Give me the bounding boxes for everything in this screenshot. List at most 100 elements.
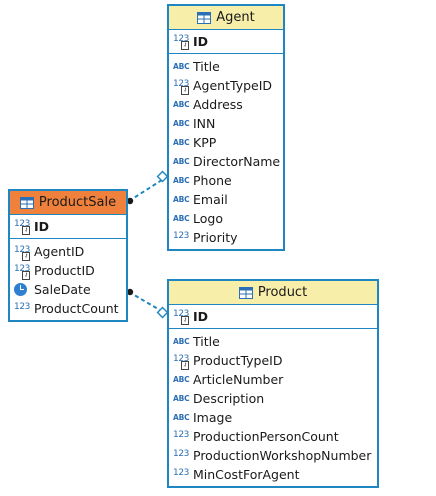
numeric-type-icon: 123⚷ <box>173 309 189 325</box>
key-icon: ⚷ <box>181 41 189 50</box>
column-name: SaleDate <box>34 282 91 297</box>
key-icon: ⚷ <box>22 270 30 280</box>
column-row[interactable]: 123⚷ ProductTypeID <box>169 351 377 370</box>
abc-type-icon: ABC <box>173 213 190 223</box>
entity-productsale-header[interactable]: ProductSale <box>10 191 126 215</box>
entity-product-header[interactable]: Product <box>169 281 377 305</box>
abc-type-icon: ABC <box>173 137 190 147</box>
numeric-type-icon: 123⚷ <box>14 219 30 235</box>
column-name: ProductID <box>34 263 95 278</box>
column-name: Title <box>193 334 220 349</box>
column-row[interactable]: 123⚷ ProductID <box>10 261 126 280</box>
column-name: Phone <box>193 173 232 188</box>
key-icon: ⚷ <box>22 226 30 235</box>
entity-title: Product <box>257 285 308 300</box>
column-name: Priority <box>193 230 238 245</box>
column-row[interactable]: SaleDate <box>10 280 126 299</box>
abc-type-icon: ABC <box>173 412 190 422</box>
entity-title: ProductSale <box>38 195 117 210</box>
abc-type-icon: ABC <box>173 393 190 403</box>
numeric-type-icon: 123 <box>173 230 189 241</box>
abc-type-icon: ABC <box>173 175 190 185</box>
entity-title: Agent <box>216 10 255 25</box>
column-row[interactable]: 123 MinCostForAgent <box>169 465 377 484</box>
column-name: ID <box>34 218 50 234</box>
column-row[interactable]: 123⚷ AgentTypeID <box>169 76 283 95</box>
column-name: ProductCount <box>34 301 119 316</box>
columns-section: 123⚷AgentID 123⚷ ProductID SaleDate 123 Pr… <box>10 239 126 320</box>
key-icon: ⚷ <box>181 316 189 325</box>
numeric-type-icon: 123 <box>173 429 189 440</box>
relation-productsale-agent <box>126 170 169 205</box>
entity-productsale[interactable]: ProductSale 123⚷ ID 123⚷AgentID 123⚷Prod… <box>8 189 128 322</box>
numeric-type-icon: 123⚷ <box>173 78 189 95</box>
numeric-type-icon: 123⚷ <box>173 34 189 50</box>
column-row[interactable]: 123⚷AgentID <box>10 242 126 261</box>
column-name: Address <box>193 97 243 112</box>
column-name: Logo <box>193 211 223 226</box>
column-name: ProductionPersonCount <box>193 429 339 444</box>
abc-type-icon: ABC <box>173 374 190 384</box>
column-name: KPP <box>193 135 217 150</box>
abc-type-icon: ABC <box>173 194 190 204</box>
column-name: ProductTypeID <box>193 353 283 368</box>
column-name: Description <box>193 391 265 406</box>
column-row[interactable]: 123⚷ ID <box>169 307 377 325</box>
column-name: ID <box>193 33 209 49</box>
numeric-type-icon: 123 <box>173 448 189 459</box>
column-name: INN <box>193 116 216 131</box>
abc-type-icon: ABC <box>173 118 190 128</box>
clock-icon <box>14 282 31 298</box>
key-icon: ⚷ <box>181 85 189 95</box>
key-icon: ⚷ <box>181 360 189 370</box>
column-name: Title <box>193 59 220 74</box>
column-row[interactable]: 123 Priority <box>169 228 283 247</box>
table-icon <box>238 286 253 299</box>
abc-type-icon: ABC <box>173 61 190 71</box>
column-name: DirectorName <box>193 154 281 169</box>
column-row[interactable]: 123 ProductCount <box>10 299 126 318</box>
column-name: ProductionWorkshopNumber <box>193 448 372 463</box>
numeric-type-icon: 123 <box>14 301 30 312</box>
numeric-type-icon: 123⚷ <box>14 244 30 261</box>
table-icon <box>197 11 212 24</box>
entity-agent-header[interactable]: Agent <box>169 6 283 30</box>
abc-type-icon: ABC <box>173 156 190 166</box>
abc-type-icon: ABC <box>173 99 190 109</box>
numeric-type-icon: 123⚷ <box>173 353 189 370</box>
primary-key-section: 123⚷ ID <box>169 305 377 329</box>
column-name: Image <box>193 410 233 425</box>
column-name: MinCostForAgent <box>193 467 300 482</box>
numeric-type-icon: 123⚷ <box>14 263 30 280</box>
abc-type-icon: ABC <box>173 336 190 346</box>
primary-key-section: 123⚷ ID <box>10 215 126 239</box>
column-row[interactable]: 123 ProductionWorkshopNumber <box>169 446 377 465</box>
column-row[interactable]: 123 ProductionPersonCount <box>169 427 377 446</box>
numeric-type-icon: 123 <box>173 467 189 478</box>
column-name: ID <box>193 308 209 324</box>
key-icon: ⚷ <box>22 251 30 261</box>
column-name: Email <box>193 192 228 207</box>
column-name: AgentTypeID <box>193 78 273 93</box>
column-row[interactable]: 123⚷ ID <box>169 32 283 50</box>
column-name: ArticleNumber <box>193 372 284 387</box>
column-row[interactable]: 123⚷ ID <box>10 217 126 235</box>
table-icon <box>19 196 34 209</box>
